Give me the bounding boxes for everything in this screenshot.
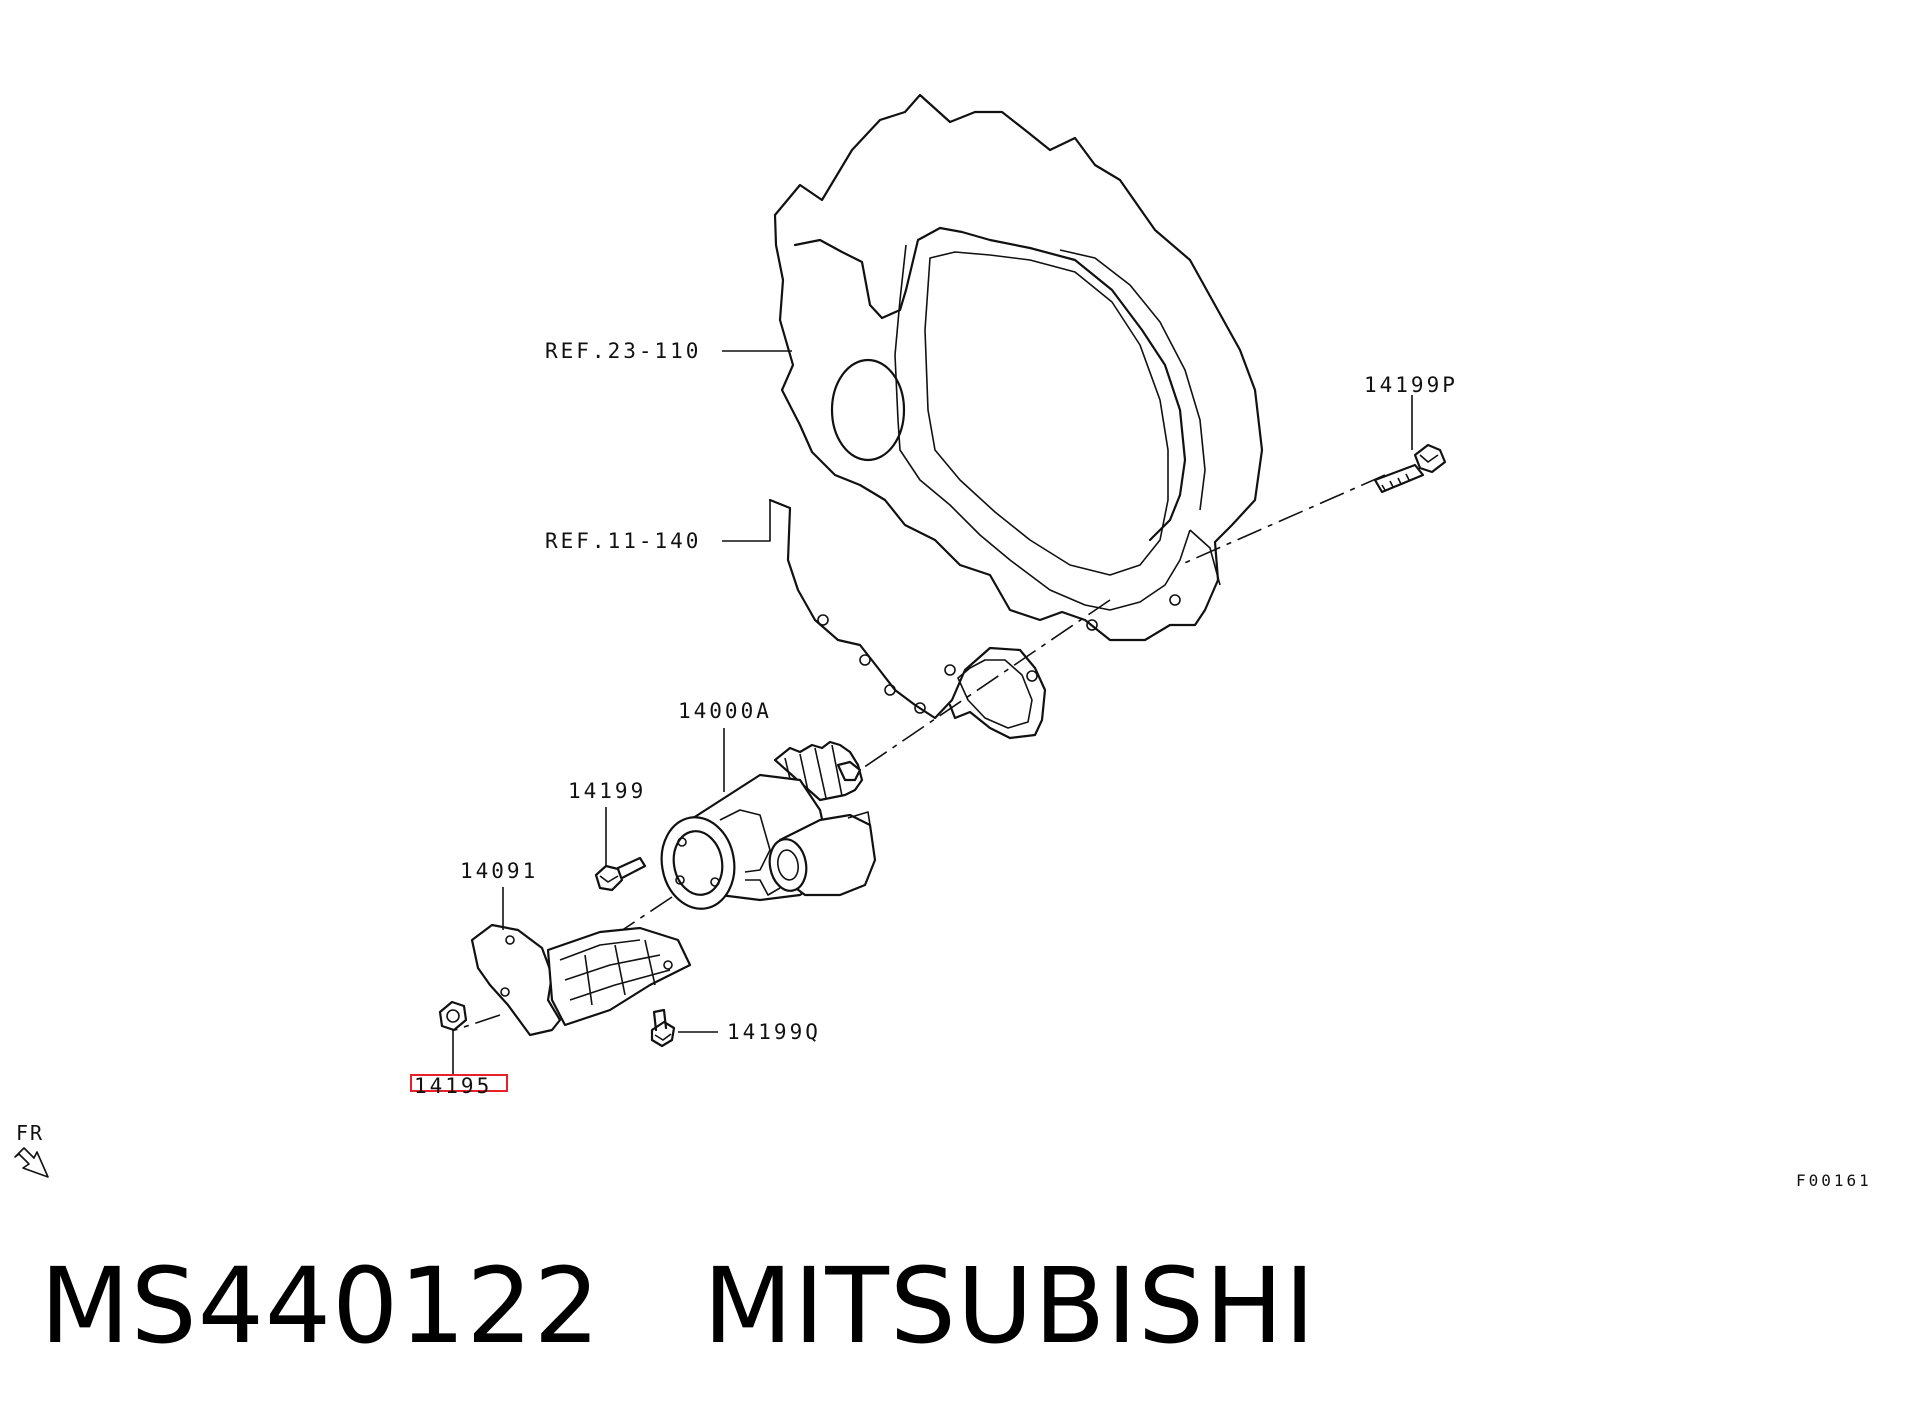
brand-name: MITSUBISHI [702,1245,1316,1367]
label-fr: FR [16,1121,44,1145]
transmission-housing [773,93,1264,642]
highlight-box-14195[interactable] [410,1074,508,1092]
leader-lines [452,350,1413,1075]
label-ref-23-110: REF.23-110 [545,339,701,363]
assembly-axis-lower [859,599,1111,771]
assembly-axis-cover [599,896,673,946]
assembly-axis-nut [454,1014,501,1031]
label-14199Q: 14199Q [727,1020,821,1044]
part-caption: MS440122 MITSUBISHI [40,1245,1316,1367]
bolt-14199 [594,856,647,892]
part-number: MS440122 [40,1245,601,1367]
adapter-plate [768,498,1047,740]
label-14199: 14199 [568,779,646,803]
starter-motor [660,740,877,910]
label-14199P: 14199P [1364,373,1458,397]
starter-cover [470,923,692,1037]
figure-code: F00161 [1796,1171,1872,1190]
nut-14195 [438,1000,468,1032]
bolt-14199Q [650,1008,676,1048]
label-14195: 14195 [414,1074,492,1098]
bolt-14199P [1373,443,1447,494]
assembly-axis [1179,474,1386,566]
front-indicator: FR [14,1121,49,1178]
front-arrow-icon [14,1147,49,1178]
label-14000A: 14000A [678,699,772,723]
label-ref-11-140: REF.11-140 [545,529,701,553]
label-14091: 14091 [460,859,538,883]
